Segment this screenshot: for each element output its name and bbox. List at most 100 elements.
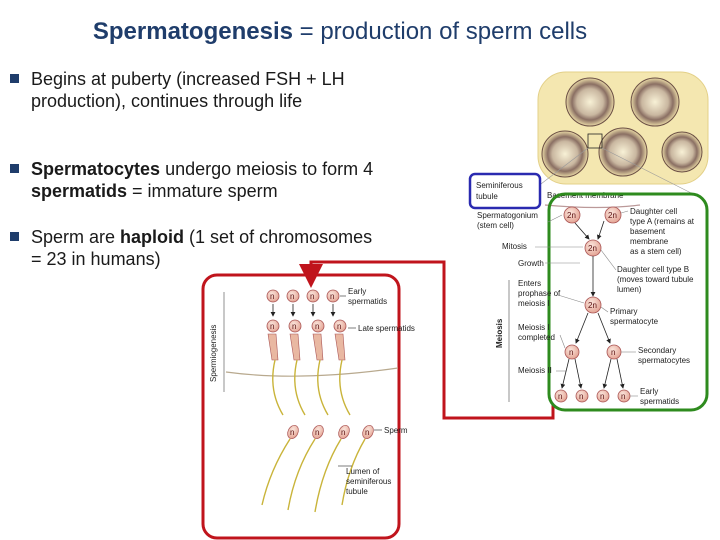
haploid-label: n	[611, 348, 615, 357]
haploid-label: n	[579, 392, 583, 401]
basement-membrane-line	[544, 204, 641, 209]
sperm-cell: n	[287, 424, 324, 511]
seminiferous-label-2: tubule	[476, 192, 498, 201]
meiosis-figure: Seminiferous tubule Basement membrane Sp…	[468, 71, 709, 412]
daughter-b-label-2: (moves toward tubule	[617, 275, 694, 284]
primary-spermatocyte-label-1: Primary	[610, 307, 638, 316]
early-spermatid-cell	[266, 289, 280, 303]
early-spermatid-cell	[326, 289, 340, 303]
tubule-icon	[565, 77, 615, 127]
meiosis-i-completed-label-1: Meiosis I	[518, 323, 550, 332]
sperm-cell: n	[314, 424, 350, 513]
meiosis-side-label: Meiosis	[495, 318, 504, 348]
late-spermatid: n	[266, 319, 284, 416]
haploid-label: n	[292, 322, 296, 331]
bullet-text: undergo meiosis to form 4	[160, 159, 374, 179]
daughter-a-label-4: membrane	[630, 237, 669, 246]
haploid-label: n	[365, 428, 369, 437]
daughter-b-label-1: Daughter cell type B	[617, 265, 689, 274]
early-spermatids-row: n n n n Early spermatids	[266, 287, 387, 306]
late-spermatid: n	[288, 319, 306, 416]
bold-term: spermatids	[31, 181, 128, 201]
mature-sperm-row: n n n n Sperm	[261, 424, 408, 513]
bullet-line: spermatids = immature sperm	[31, 180, 373, 202]
haploid-label: n	[600, 392, 604, 401]
early-spermatids-label-1: Early	[640, 387, 658, 396]
secondary-spermatocyte-cell	[564, 344, 580, 360]
sperm-cell: n	[261, 424, 299, 506]
primary-spermatocyte-cell	[584, 296, 602, 314]
daughter-a-label-1: Daughter cell	[630, 207, 677, 216]
lumen-label-1: Lumen of	[346, 467, 380, 476]
bullet-text: = immature sperm	[127, 181, 278, 201]
daughter-b-label-3: lumen)	[617, 285, 642, 294]
bullet-square-icon	[10, 232, 19, 241]
haploid-label: n	[315, 428, 319, 437]
daughter-a-label-5: as a stem cell)	[630, 247, 682, 256]
enters-prophase-label-2: prophase of	[518, 289, 561, 298]
diploid-label: 2n	[588, 301, 597, 310]
late-spermatid: n	[311, 319, 329, 416]
meiosis-ii-label: Meiosis II	[518, 366, 552, 375]
haploid-label: n	[337, 322, 341, 331]
bold-term: haploid	[120, 227, 185, 247]
growth-label: Growth	[518, 259, 544, 268]
daughter-a-cell	[604, 206, 622, 224]
diploid-label: 2n	[608, 211, 617, 220]
right-leader-lines	[600, 210, 638, 397]
haploid-label: n	[310, 292, 314, 301]
tubule-icon	[630, 77, 680, 127]
primary-spermatocyte-label-2: spermatocyte	[610, 317, 659, 326]
late-spermatids-label: Late spermatids	[358, 324, 415, 333]
bullet-line: = 23 in humans)	[31, 249, 161, 269]
bullet-line: Sperm are haploid (1 set of chromosomes	[31, 226, 372, 248]
early-spermatid-cell	[306, 289, 320, 303]
haploid-label: n	[270, 292, 274, 301]
bullet-line: Begins at puberty (increased FSH + LH	[31, 69, 345, 89]
tubule-icon	[598, 127, 648, 177]
spermatogonium-label-2: (stem cell)	[477, 221, 514, 230]
tubule-icon	[541, 130, 589, 178]
diploid-label: 2n	[588, 244, 597, 253]
secondary-spermatocytes-label-1: Secondary	[638, 346, 676, 355]
spermatogonium-label-1: Spermatogonium	[477, 211, 538, 220]
bullet-line: production), continues through life	[31, 91, 303, 111]
haploid-label: n	[621, 392, 625, 401]
haploid-label: n	[290, 428, 294, 437]
enters-prophase-label-1: Enters	[518, 279, 541, 288]
connector-arrow	[299, 260, 555, 420]
bullet-line: Spermatocytes undergo meiosis to form 4	[31, 158, 373, 180]
haploid-label: n	[315, 322, 319, 331]
lumen-label: Lumen of seminiferous tubule	[338, 465, 391, 496]
lumen-label-2: seminiferous	[346, 477, 391, 486]
early-spermatids-label-2: spermatids	[348, 297, 387, 306]
daughter-a-label-2: type A (remains at	[630, 217, 695, 226]
bold-term: Spermatocytes	[31, 159, 161, 179]
meiosis-i-completed-label-2: completed	[518, 333, 555, 342]
zoom-box	[587, 133, 603, 149]
sperm-label: Sperm	[384, 426, 408, 435]
pathway-arrows	[560, 220, 625, 389]
early-spermatid-cell	[575, 389, 589, 403]
late-spermatids-row: n n n n Late sp	[266, 319, 415, 416]
diploid-cells: 2n 2n 2n 2n	[563, 206, 622, 314]
tubule-cross-section	[519, 71, 709, 201]
tubule-icon	[661, 131, 703, 173]
membrane-curve	[225, 367, 399, 377]
bullet-square-icon	[10, 74, 19, 83]
spermatogonium-cell	[563, 206, 581, 224]
secondary-spermatocytes-label-2: spermatocytes	[638, 356, 690, 365]
early-spermatids-label-2: spermatids	[640, 397, 679, 406]
zoom-line	[601, 147, 706, 201]
early-spermatid-cell	[596, 389, 610, 403]
early-spermatids-label-1: Early	[348, 287, 366, 296]
haploid-label: n	[558, 392, 562, 401]
spermiogenesis-figure: Spermiogenesis n n n n Early spermatids	[201, 273, 415, 540]
leader-lines	[535, 214, 585, 372]
bullet-text: (1 set of chromosomes	[184, 227, 373, 247]
haploid-label: n	[290, 292, 294, 301]
development-arrows	[270, 304, 336, 317]
title-rest: = production of sperm cells	[292, 18, 588, 45]
late-spermatid: n	[333, 319, 351, 416]
diploid-label: 2n	[567, 211, 576, 220]
